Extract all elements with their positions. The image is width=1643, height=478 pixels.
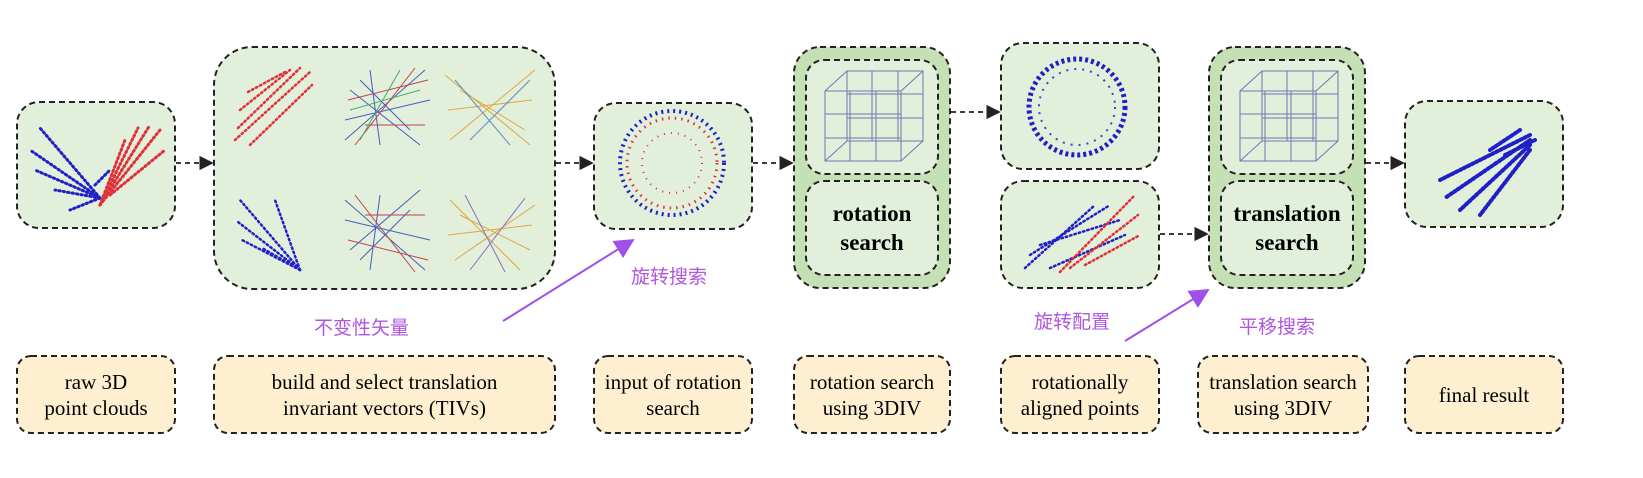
tiv-red-cloud-icon: [233, 66, 314, 147]
caption-raw: raw 3D point clouds: [44, 369, 148, 420]
rot-label-box: [805, 180, 939, 276]
caption-aligned: rotationally aligned points: [1020, 369, 1140, 420]
caption-trans: translation search using 3DIV: [1209, 369, 1357, 420]
grid-cube-icon: [824, 70, 924, 162]
final-panel: [1404, 100, 1564, 228]
annotation-translation-search: 平移搜索: [1239, 316, 1316, 338]
annotation-arrow-trans: [1124, 288, 1210, 342]
sphere-points-icon: [618, 109, 726, 217]
aligned-top-panel: [1000, 42, 1160, 170]
aligned-sphere-icon: [1026, 56, 1128, 158]
annotation-aligned: 旋转配置: [1034, 311, 1111, 333]
caption-box-trans: [1197, 355, 1369, 434]
aligned-hand-icon: [1023, 193, 1142, 274]
annotation-tiv: 不变性矢量: [314, 317, 410, 339]
correspondence-lines-icon: [344, 67, 536, 273]
translation-grid-cube-icon: [1239, 70, 1339, 162]
translation-search-label: translation search: [1233, 201, 1341, 255]
tiv-blue-cloud-icon: [236, 198, 302, 272]
trans-label-box: [1220, 180, 1354, 276]
caption-box-tiv: [213, 355, 556, 434]
caption-rot: rotation search using 3DIV: [809, 369, 935, 420]
annotation-arrow-rot: [502, 238, 635, 322]
annotation-rotation-search: 旋转搜索: [631, 266, 708, 288]
caption-box-aligned: [1000, 355, 1160, 434]
caption-box-rot: [793, 355, 951, 434]
caption-tiv: build and select translation invariant v…: [271, 369, 498, 420]
rotation-search-label: rotation search: [832, 201, 912, 255]
caption-box-raw: [16, 355, 176, 434]
caption-final: final result: [1438, 382, 1530, 407]
final-result-hand-icon: [1438, 128, 1537, 217]
caption-box-input: [593, 355, 753, 434]
aligned-bottom-panel: [1000, 180, 1160, 289]
caption-input: input of rotation search: [604, 369, 742, 420]
input-panel: [593, 102, 753, 230]
raw-panel: [16, 101, 176, 229]
point-cloud-icon: [28, 123, 167, 212]
caption-box-final: [1404, 355, 1564, 434]
